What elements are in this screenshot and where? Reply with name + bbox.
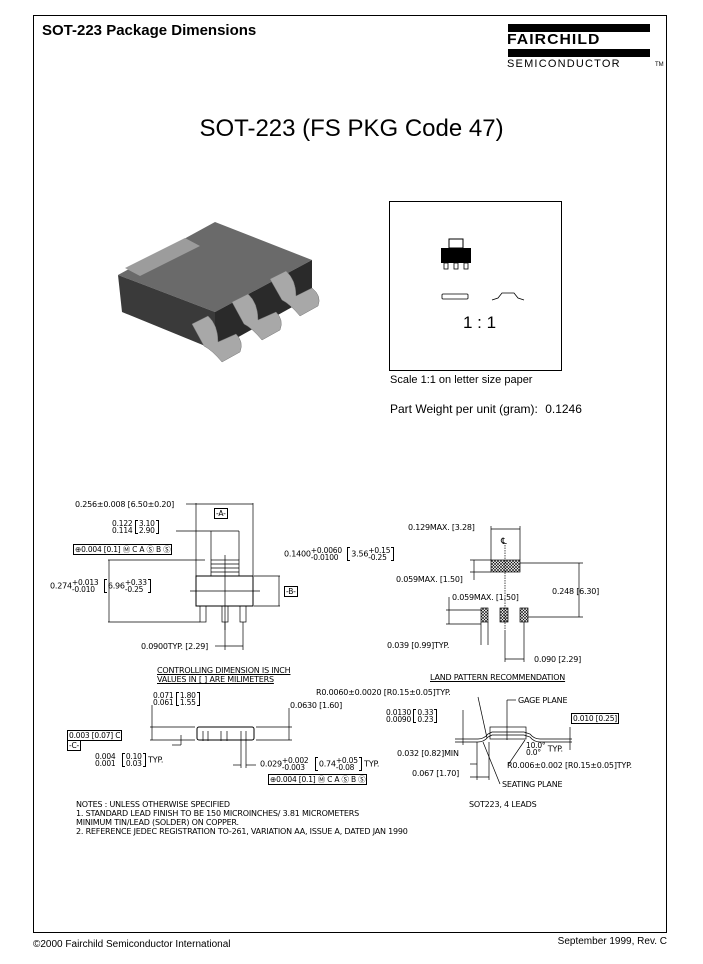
- package-caption: SOT223, 4 LEADS: [469, 800, 537, 809]
- part-weight: Part Weight per unit (gram): 0.1246: [390, 402, 582, 416]
- dim-height: 0.274+0.013-0.010 6.96+0.33-0.25: [50, 579, 151, 593]
- gage-plane-label: GAGE PLANE: [518, 696, 568, 705]
- dim-angle: 10.0°0.0° TYP.: [526, 741, 563, 757]
- part-weight-label: Part Weight per unit (gram):: [390, 402, 538, 416]
- dim-small-pad-height: 0.059MAX. [1.50]: [452, 593, 519, 602]
- logo-subtext: SEMICONDUCTOR: [507, 58, 621, 70]
- footer-revision: September 1999, Rev. C: [557, 936, 667, 947]
- fairchild-logo: FAIRCHILD SEMICONDUCTOR TM: [507, 24, 667, 74]
- seating-plane-label: SEATING PLANE: [502, 780, 563, 789]
- scale-ratio: 1 : 1: [463, 313, 497, 332]
- dim-span: 0.248 [6.30]: [552, 587, 600, 596]
- dim-pad-width: 0.129MAX. [3.28]: [408, 523, 475, 532]
- footer-copyright: ©2000 Fairchild Semiconductor Internatio…: [33, 939, 231, 950]
- dim-land-pitch: 0.090 [2.29]: [534, 655, 582, 664]
- dim-radius-top: R0.0060±0.0020 [R0.15±0.05]TYP.: [316, 688, 451, 697]
- part-weight-value: 0.1246: [545, 402, 582, 416]
- dim-foot-min: 0.032 [0.82]MIN: [397, 749, 459, 758]
- dim-pitch: 0.0900TYP. [2.29]: [141, 642, 209, 651]
- position-tolerance-frame: ⊕0.004 [0.1] Ⓜ C A Ⓢ B Ⓢ: [73, 544, 173, 555]
- page-frame: [33, 15, 667, 933]
- dim-lead-width: 0.039 [0.99]TYP.: [387, 641, 450, 650]
- note-1-continued: MINIMUM TIN/LEAD (SOLDER) ON COPPER.: [76, 818, 239, 827]
- flatness-frame: 0.003 [0.07] C: [67, 730, 123, 741]
- dim-width: 0.256±0.008 [6.50±0.20]: [75, 500, 175, 509]
- scale-caption: Scale 1:1 on letter size paper: [390, 374, 533, 386]
- controlling-dimension-note: CONTROLLING DIMENSION IS INCH: [157, 666, 291, 675]
- main-title: SOT-223 (FS PKG Code 47): [199, 115, 504, 142]
- dim-lead-thickness: 0.029+0.002-0.003 0.74+0.05-0.08 TYP.: [260, 756, 380, 772]
- dim-body-height: 0.0630 [1.60]: [290, 701, 342, 710]
- logo-text: FAIRCHILD: [507, 31, 601, 48]
- dim-radius-bottom: R0.006±0.002 [R0.15±0.05]TYP.: [507, 761, 632, 770]
- dim-foot-length: 0.067 [1.70]: [412, 769, 460, 778]
- dim-pad-height: 0.059MAX. [1.50]: [396, 575, 463, 584]
- notes-heading: NOTES : UNLESS OTHERWISE SPECIFIED: [76, 800, 230, 809]
- units-note: VALUES IN [ ] ARE MILIMETERS: [157, 675, 274, 684]
- lead-position-tolerance-frame: ⊕0.004 [0.1] Ⓜ C A Ⓢ B Ⓢ: [268, 774, 368, 785]
- dim-body: 0.1400+0.0060-0.0100 3.56+0.15-0.25: [284, 547, 395, 561]
- datum-a: -A-: [214, 508, 228, 519]
- note-1: 1. STANDARD LEAD FINISH TO BE 150 MICROI…: [76, 809, 359, 818]
- datum-c: -C-: [67, 740, 82, 751]
- logo-tm: TM: [655, 62, 664, 68]
- land-pattern-title: LAND PATTERN RECOMMENDATION: [430, 673, 566, 682]
- gage-dimension: 0.010 [0.25]: [571, 713, 620, 724]
- page-header-title: SOT-223 Package Dimensions: [42, 22, 257, 39]
- note-2: 2. REFERENCE JEDEC REGISTRATION TO-261, …: [76, 827, 408, 836]
- centerline-symbol: ℄: [501, 537, 507, 547]
- datum-b: -B-: [284, 586, 298, 597]
